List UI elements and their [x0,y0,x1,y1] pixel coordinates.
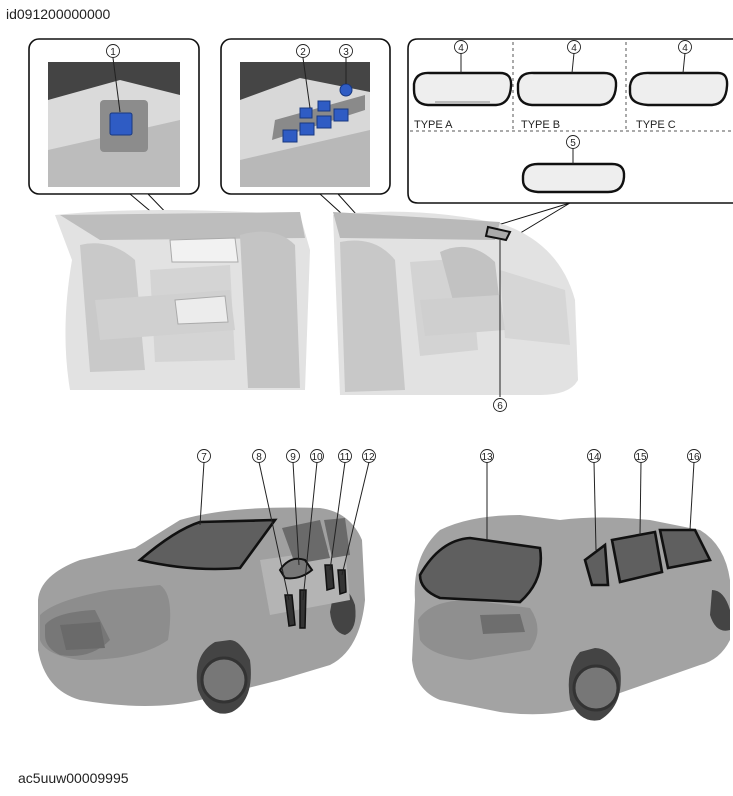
callout-15: 15 [635,452,647,463]
mirror-type-b-label: TYPE B [521,119,560,131]
interior-rear-cabin [55,210,310,390]
callout-2: 2 [300,47,306,58]
callout-3: 3 [343,47,349,58]
callout-14: 14 [588,452,600,463]
callout-8: 8 [256,452,262,463]
inset-rearview-mirror-types: TYPE A TYPE B TYPE C 4 4 4 5 [407,38,733,204]
inset-rear-window-switch: 1 [28,38,200,195]
vehicle-rear-three-quarter-view: 13 14 15 16 [412,449,730,721]
inset-driver-window-switches: 2 3 [220,38,391,195]
vehicle-front-three-quarter-view: 7 8 9 10 11 12 [38,449,376,714]
callout-4-type-a: 4 [458,43,464,54]
callout-10: 10 [311,452,323,463]
callout-12: 12 [363,452,375,463]
callout-1: 1 [110,47,116,58]
callout-4-type-b: 4 [571,43,577,54]
callout-7: 7 [201,452,207,463]
callout-13: 13 [481,452,493,463]
callout-11: 11 [340,452,351,463]
callout-16: 16 [688,452,700,463]
image-reference-id: ac5uuw00009995 [18,770,129,786]
callout-6: 6 [497,401,503,412]
mirror-type-c-label: TYPE C [636,119,676,131]
callout-9: 9 [290,452,296,463]
mirror-type-a-label: TYPE A [414,119,453,131]
callout-5: 5 [570,138,576,149]
callout-4-type-c: 4 [682,43,688,54]
interior-front-cabin: 6 [333,211,578,412]
document-id: id091200000000 [6,6,111,22]
